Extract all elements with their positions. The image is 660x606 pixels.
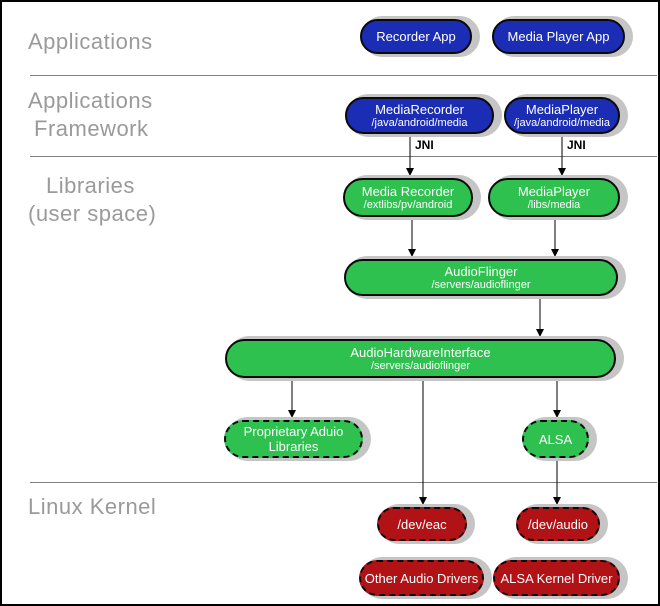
node-mediaplayer-framework-label: MediaPlayer <box>525 101 599 117</box>
layer-label-libraries-line1: Libraries <box>46 173 135 198</box>
node-mediaplayer-lib: MediaPlayer /libs/media <box>488 178 620 217</box>
node-mediaplayer-framework-path: /java/android/media <box>513 116 610 129</box>
node-mediarecorder-framework-path: /java/android/media <box>371 116 468 129</box>
layer-label-framework-line1: Applications <box>28 88 153 113</box>
node-dev-audio-label: /dev/audio <box>528 516 588 532</box>
node-media-recorder-lib-label: Media Recorder <box>361 183 455 199</box>
jni-label-left: JNI <box>415 138 434 152</box>
node-media-recorder-lib: Media Recorder /extlibs/pv/android <box>343 178 473 217</box>
node-mediaplayer-framework: MediaPlayer /java/android/media <box>504 97 620 134</box>
node-alsa-label: ALSA <box>538 431 573 447</box>
node-audiohardwareinterface: AudioHardwareInterface /servers/audiofli… <box>225 339 616 378</box>
layer-label-linux-kernel: Linux Kernel <box>28 494 157 519</box>
node-media-player-app-label: Media Player App <box>507 29 610 44</box>
jni-label-right: JNI <box>567 138 586 152</box>
divider-libraries-kernel <box>30 482 657 483</box>
node-mediarecorder-framework: MediaRecorder /java/android/media <box>345 97 494 134</box>
node-media-player-app: Media Player App <box>492 19 625 54</box>
node-audioflinger: AudioFlinger /servers/audioflinger <box>344 259 618 296</box>
node-proprietary-audio-libraries-label: Proprietary Aduio Libraries <box>243 424 344 454</box>
node-dev-audio: /dev/audio <box>516 507 600 541</box>
node-mediaplayer-lib-path: /libs/media <box>527 198 581 211</box>
node-audiohardwareinterface-path: /servers/audioflinger <box>370 359 471 372</box>
node-mediarecorder-framework-label: MediaRecorder <box>375 101 464 117</box>
node-audiohardwareinterface-label: AudioHardwareInterface <box>350 344 491 360</box>
node-mediaplayer-lib-label: MediaPlayer <box>517 183 591 199</box>
node-alsa-kernel-driver: ALSA Kernel Driver <box>493 560 620 596</box>
layer-label-libraries-line2: (user space) <box>28 201 157 226</box>
layer-label-framework-line2: Framework <box>34 116 149 141</box>
node-dev-eac: /dev/eac <box>377 507 467 541</box>
node-other-audio-drivers-label: Other Audio Drivers <box>364 570 479 586</box>
layer-label-applications: Applications <box>28 29 153 54</box>
node-proprietary-audio-libraries: Proprietary Aduio Libraries <box>224 420 363 458</box>
node-audioflinger-label: AudioFlinger <box>444 263 518 279</box>
node-audioflinger-path: /servers/audioflinger <box>431 278 531 291</box>
node-alsa: ALSA <box>522 420 589 458</box>
divider-applications-framework <box>30 75 657 76</box>
node-media-recorder-lib-path: /extlibs/pv/android <box>363 198 453 211</box>
node-alsa-kernel-driver-label: ALSA Kernel Driver <box>500 570 613 586</box>
node-recorder-app-label: Recorder App <box>376 29 456 44</box>
node-other-audio-drivers: Other Audio Drivers <box>359 560 484 596</box>
divider-framework-libraries <box>30 156 657 157</box>
node-dev-eac-label: /dev/eac <box>397 516 447 532</box>
node-recorder-app: Recorder App <box>360 19 472 54</box>
